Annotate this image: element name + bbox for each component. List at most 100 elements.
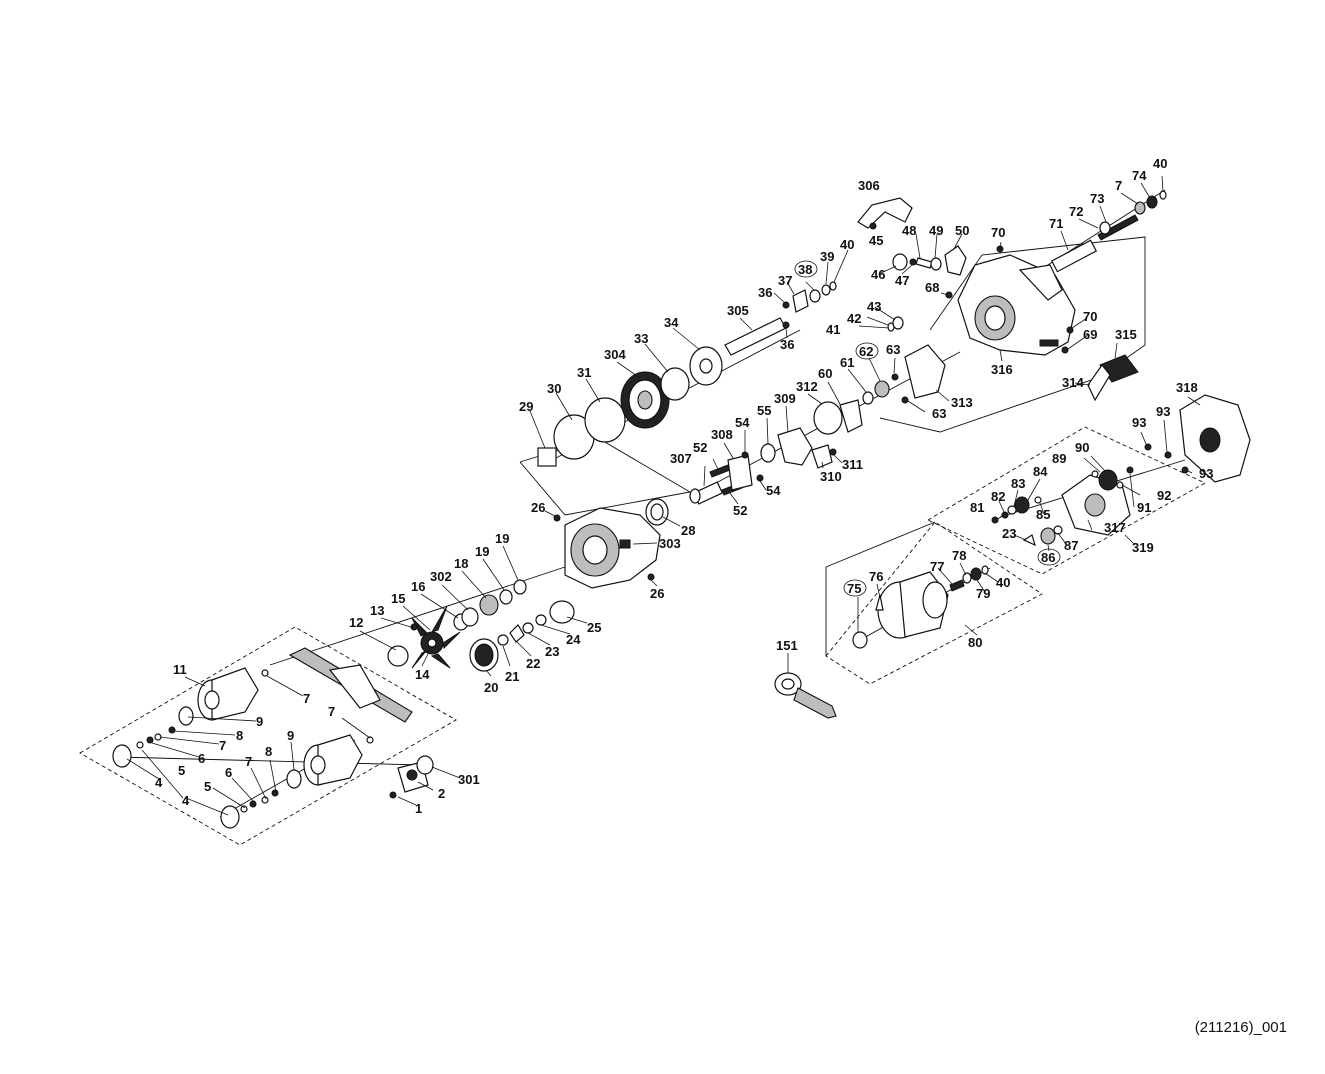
knob-84 <box>1014 496 1030 514</box>
label-7a: 7 <box>219 738 226 753</box>
sleeve-29 <box>537 447 557 467</box>
bearing-62 <box>874 380 890 398</box>
screw-81 <box>991 516 999 524</box>
ring-8-lower <box>271 789 279 797</box>
label-83: 83 <box>1011 476 1025 491</box>
label-39: 39 <box>820 249 834 264</box>
label-62: 62 <box>859 344 873 359</box>
part-labels: 1 2 301 4 4 5 5 6 6 7 7 7 7 8 8 9 9 11 1… <box>155 156 1213 816</box>
screw-26a <box>553 514 561 522</box>
label-34: 34 <box>664 315 679 330</box>
washer-55 <box>760 443 776 463</box>
screw-63a <box>891 373 899 381</box>
label-54b: 54 <box>766 483 781 498</box>
screw-26b <box>647 573 655 581</box>
washer-47 <box>909 258 917 266</box>
washer-83 <box>1007 505 1017 515</box>
label-26a: 26 <box>531 500 545 515</box>
side-plate-cover-318 <box>1179 394 1251 483</box>
dial-90 <box>1098 469 1118 491</box>
knob-50 <box>944 245 967 276</box>
washer-87 <box>1053 525 1063 535</box>
washer-9-lower <box>286 769 302 789</box>
label-7e: 7 <box>1115 178 1122 193</box>
label-309: 309 <box>774 391 796 406</box>
screw-54b <box>756 474 764 482</box>
label-31: 31 <box>577 365 591 380</box>
handle-assembly-group-outline <box>79 626 457 846</box>
label-8b: 8 <box>265 744 272 759</box>
spring-77 <box>949 579 965 592</box>
plate-37 <box>792 289 809 313</box>
label-4b: 4 <box>182 793 190 808</box>
label-29: 29 <box>519 399 533 414</box>
knob-cap-lower <box>220 805 240 829</box>
image-code: (211216)_001 <box>1194 1019 1287 1036</box>
label-63b: 63 <box>932 406 946 421</box>
label-22: 22 <box>526 656 540 671</box>
label-52b: 52 <box>733 503 747 518</box>
clip-23b <box>1022 534 1036 547</box>
knob-cap-upper <box>112 744 132 768</box>
clutch-cam-309 <box>777 427 813 466</box>
label-75-circle <box>843 579 867 597</box>
label-7b: 7 <box>245 754 252 769</box>
label-24: 24 <box>566 632 581 647</box>
label-304: 304 <box>604 347 626 362</box>
handle-knob-upper <box>197 667 259 721</box>
label-308: 308 <box>711 427 733 442</box>
label-19a: 19 <box>475 544 489 559</box>
screw-311 <box>829 448 837 456</box>
yoke-308 <box>727 454 753 491</box>
spool-80 <box>877 571 949 639</box>
label-85: 85 <box>1036 507 1050 522</box>
cap-74 <box>1146 195 1158 209</box>
washer-5-lower <box>240 805 248 813</box>
pinion-307 <box>689 481 724 505</box>
label-87: 87 <box>1064 538 1078 553</box>
label-93a: 93 <box>1132 415 1146 430</box>
washer-61 <box>862 391 874 405</box>
clip-40c <box>981 565 989 575</box>
spring-48 <box>915 257 933 269</box>
washer-91 <box>1116 481 1124 489</box>
drive-shaft-305 <box>724 317 787 356</box>
label-62-circle <box>855 342 879 360</box>
label-40a: 40 <box>840 237 854 252</box>
label-11: 11 <box>173 662 187 677</box>
frame-group-outline <box>879 236 1146 433</box>
label-5b: 5 <box>204 779 211 794</box>
label-90: 90 <box>1075 440 1089 455</box>
washer-85 <box>1034 496 1042 504</box>
washer-43 <box>892 316 904 330</box>
label-68: 68 <box>925 280 939 295</box>
spring-22 <box>509 624 525 643</box>
side-plate-317 <box>1061 474 1131 536</box>
ratchet-34 <box>689 346 723 386</box>
screw-6-lower <box>249 800 257 808</box>
label-19b: 19 <box>495 531 509 546</box>
washer-78 <box>962 572 972 584</box>
washer-7-arm-lower <box>366 736 374 744</box>
label-61: 61 <box>840 355 854 370</box>
label-18: 18 <box>454 556 468 571</box>
label-45: 45 <box>869 233 883 248</box>
label-93c: 93 <box>1199 466 1213 481</box>
handle-knob-lower <box>303 734 363 786</box>
label-311: 311 <box>842 457 863 472</box>
kickback-310 <box>811 444 833 469</box>
washer-19b <box>513 579 527 595</box>
label-20: 20 <box>484 680 498 695</box>
washer-7-lower <box>261 796 269 804</box>
screw-45 <box>869 222 877 230</box>
bearing-38 <box>809 289 821 303</box>
washer-19a <box>499 589 513 605</box>
washer-49 <box>930 257 942 271</box>
label-38: 38 <box>798 262 812 277</box>
leader-lines <box>126 175 1201 816</box>
label-23b: 23 <box>1002 526 1016 541</box>
label-30: 30 <box>547 381 561 396</box>
label-79: 79 <box>976 586 990 601</box>
label-77: 77 <box>930 559 944 574</box>
label-33: 33 <box>634 331 648 346</box>
